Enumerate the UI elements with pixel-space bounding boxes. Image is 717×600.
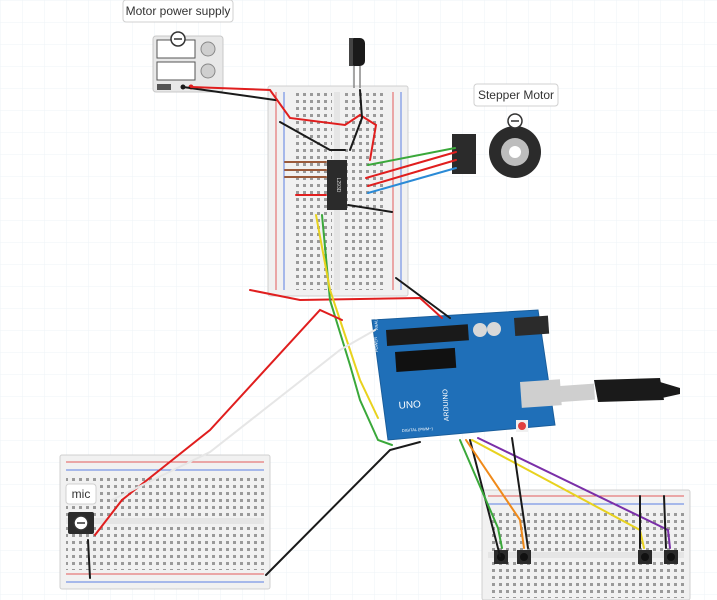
wire-gnd-down bbox=[395, 277, 451, 319]
stepper-motor-icon[interactable] bbox=[452, 126, 541, 178]
capacitor-icon[interactable] bbox=[349, 38, 365, 88]
wire-black-button-2 bbox=[511, 437, 529, 549]
breadboard-bottom-right[interactable] bbox=[481, 489, 691, 600]
wire-red-to-arduino bbox=[249, 289, 443, 319]
wire-black-mic bbox=[87, 539, 91, 579]
mic-label: mic bbox=[72, 487, 91, 501]
wire-red-motor-2 bbox=[367, 159, 457, 187]
knob-bottom[interactable] bbox=[200, 63, 216, 79]
wire-purple-button bbox=[477, 437, 671, 549]
wire-green-motor bbox=[367, 147, 456, 166]
breadboard-bottom-left[interactable] bbox=[59, 454, 271, 590]
wire-green-button bbox=[459, 439, 503, 549]
wire-supply-red bbox=[190, 86, 378, 161]
wire-black-chip bbox=[347, 204, 393, 213]
motor-power-supply-label: Motor power supply bbox=[126, 4, 231, 18]
wire-orange-button bbox=[465, 439, 525, 549]
wire-white-mic bbox=[111, 329, 376, 501]
wire-red-motor-1 bbox=[365, 151, 457, 179]
wire-black-rail-3 bbox=[663, 495, 667, 549]
analog-header-label: ANALOG IN bbox=[372, 308, 379, 330]
arduino-model: UNO bbox=[398, 399, 421, 412]
wire-black-rail bbox=[279, 121, 346, 151]
wires bbox=[87, 86, 671, 579]
wire-cap-link bbox=[349, 89, 364, 151]
digital-header-label: DIGITAL (PWM~) bbox=[402, 426, 434, 433]
wire-supply-black bbox=[182, 86, 277, 101]
power-header-label: POWER bbox=[373, 337, 379, 353]
usb-cable-icon[interactable] bbox=[559, 378, 680, 402]
driver-chip-label: L293D bbox=[335, 178, 341, 193]
motor-power-supply[interactable] bbox=[152, 35, 224, 93]
arduino-logo: ARDUINO bbox=[442, 388, 451, 421]
wire-blue-motor bbox=[367, 167, 457, 194]
callout-mic: mic bbox=[65, 483, 97, 531]
push-button-4[interactable] bbox=[664, 550, 678, 564]
callout-motor-power-supply: Motor power supply bbox=[122, 0, 234, 47]
wire-black-gnd-bottom bbox=[265, 441, 421, 576]
stepper-motor-label: Stepper Motor bbox=[478, 88, 554, 102]
wire-red-mic bbox=[94, 308, 343, 536]
callout-stepper-motor: Stepper Motor bbox=[473, 83, 559, 129]
push-button-3[interactable] bbox=[638, 550, 652, 564]
push-button-2[interactable] bbox=[517, 550, 531, 564]
knob-top[interactable] bbox=[200, 41, 216, 57]
driver-chip[interactable]: L293D bbox=[327, 160, 347, 210]
push-button-1[interactable] bbox=[494, 550, 508, 564]
arduino-uno[interactable]: ARDUINO UNO ANALOG IN POWER DIGITAL (PWM… bbox=[371, 308, 562, 441]
